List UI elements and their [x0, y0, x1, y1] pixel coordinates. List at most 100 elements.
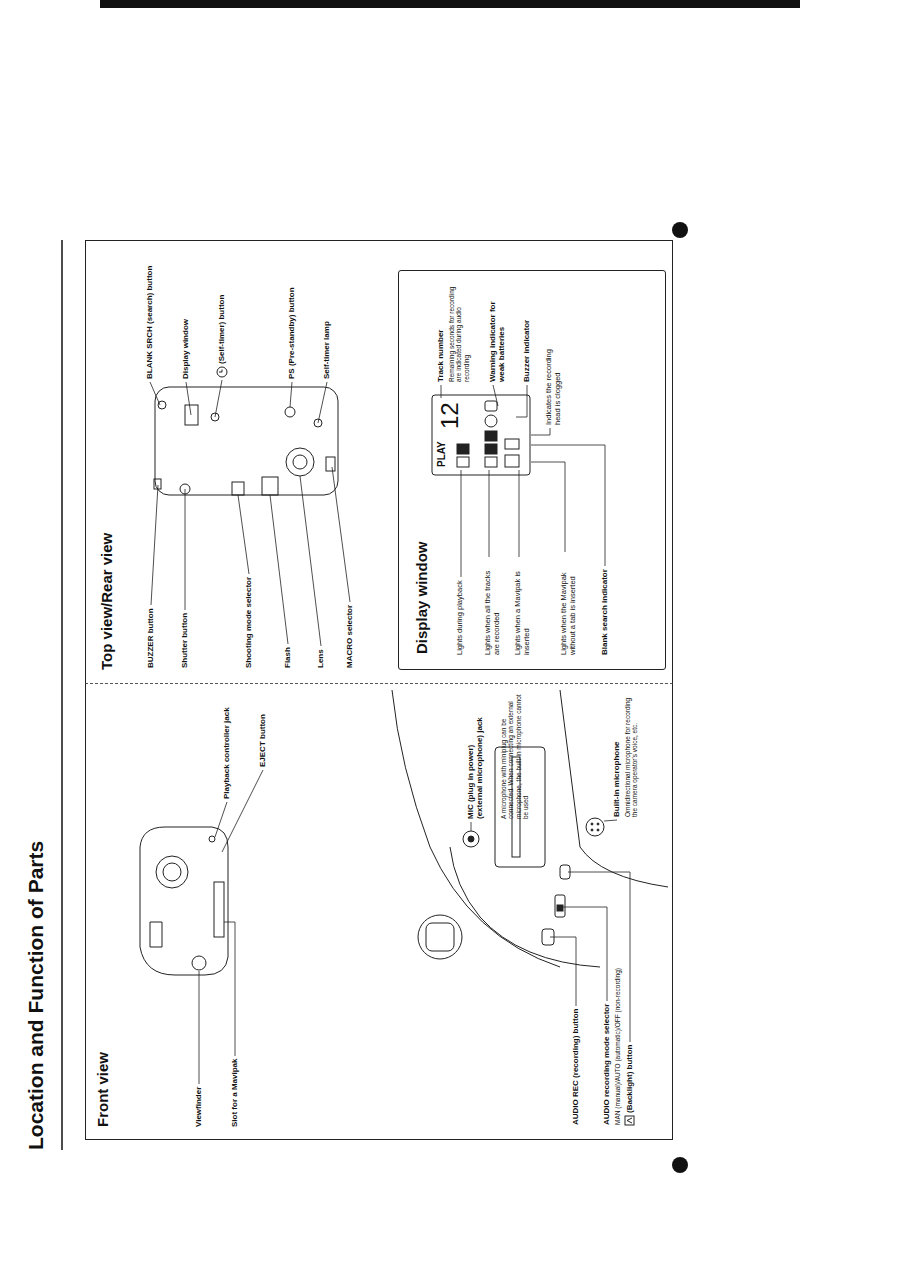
part-label: MIC (plug in power) (external microphone…	[466, 714, 484, 819]
title-rule	[61, 240, 63, 1150]
front-camera	[140, 827, 228, 975]
display-window	[185, 405, 198, 425]
lcd-frame	[432, 395, 530, 475]
part-note: Lights when a Mavipak is inserted	[514, 560, 531, 655]
panel-heading: Top view/Rear view	[98, 533, 115, 670]
part-label: EJECT button	[258, 714, 267, 767]
mic-jack	[463, 831, 479, 847]
part-label: Shutter button	[180, 613, 189, 668]
part-label: Playback controller jack	[222, 707, 231, 799]
leader-line	[215, 802, 227, 837]
body-edge	[392, 690, 560, 967]
flash	[262, 477, 278, 495]
leader-line	[224, 922, 235, 1056]
leader-line	[185, 489, 186, 610]
mic-hole	[591, 823, 593, 825]
part-label: Built-in microphone	[612, 741, 621, 817]
lcd-icon	[485, 415, 497, 427]
part-label: (Self-timer) button	[217, 295, 226, 364]
panel-heading: Front view	[94, 1052, 111, 1127]
part-note: MAN (manual)/AUTO (automatic)/OFF (non-r…	[614, 968, 621, 1125]
body-edge	[560, 690, 668, 887]
leader-line	[270, 495, 288, 644]
leader-line	[562, 907, 607, 1001]
part-note: Remaining seconds for recording are indi…	[448, 282, 470, 382]
leader-line	[186, 382, 191, 415]
part-note: Omnidirectional microphone for recording…	[624, 697, 639, 817]
mode-selector	[232, 482, 244, 495]
macro-selector	[326, 457, 335, 471]
jack	[209, 836, 215, 842]
leader-line	[290, 382, 292, 407]
flash	[150, 922, 162, 947]
lcd-icon	[485, 457, 497, 467]
lcd-icon	[505, 455, 519, 467]
panel-heading: Display window	[413, 541, 430, 654]
camera-body	[140, 827, 228, 975]
eyepiece	[426, 923, 454, 951]
camera-body	[155, 387, 338, 495]
part-note: A microphone with miniplug can be connec…	[500, 694, 530, 819]
eyepiece	[418, 915, 462, 959]
part-label: MACRO selector	[345, 605, 354, 668]
mode-selector	[557, 905, 563, 911]
leader-line	[215, 380, 222, 417]
page-mark	[672, 222, 688, 238]
lcd-panel	[432, 395, 530, 475]
part-label: Blank search indicator	[600, 569, 609, 655]
part-label: Flash	[283, 647, 292, 668]
viewfinder	[192, 956, 206, 970]
scan-edge	[100, 0, 800, 8]
part-label: (Backlight) button	[625, 1045, 634, 1113]
mic-jack	[468, 836, 474, 842]
self-timer-icon	[217, 367, 227, 377]
leader-line	[531, 445, 605, 566]
part-label: Viewfinder	[194, 1087, 203, 1127]
part-note: Lights when all the tracks are recorded	[484, 560, 501, 655]
lcd-icon	[485, 431, 497, 441]
leader-line	[493, 385, 498, 406]
page-title: Location and Function of Parts	[24, 841, 48, 1150]
lens	[163, 863, 181, 881]
view-panel: Front view	[85, 684, 673, 1140]
lens	[293, 455, 307, 469]
leader-line	[318, 382, 327, 423]
leader-line	[531, 462, 565, 552]
self-timer-icon	[219, 370, 222, 373]
lcd-icon	[505, 439, 519, 449]
part-label: AUDIO recording mode selector	[602, 1004, 611, 1125]
part-label: Lens	[316, 649, 325, 668]
top-camera	[154, 367, 338, 495]
part-label: Buzzer indicator	[522, 320, 531, 382]
ps-button	[285, 407, 295, 417]
leader-line	[199, 971, 200, 1084]
lcd-readout: 12	[438, 402, 462, 429]
lcd-icon	[457, 444, 469, 454]
leader-line	[332, 467, 350, 602]
part-label: BUZZER button	[146, 608, 155, 668]
part-label: Track number	[436, 330, 445, 382]
leader-line	[461, 470, 462, 577]
part-note: Indicates the recording head is clogged	[545, 335, 562, 425]
part-note: Lights when the Mavipak without a tab is…	[560, 555, 577, 655]
part-label: Slot for a Mavipak	[230, 1059, 239, 1127]
part-label: AUDIO REC (recording) button	[571, 1009, 580, 1125]
part-label: Self-timer lamp	[322, 321, 331, 379]
leader-line	[531, 428, 550, 435]
lens	[286, 448, 314, 476]
leader-line	[441, 385, 442, 398]
lcd-icon	[485, 444, 497, 454]
lcd-icon	[485, 401, 497, 411]
mic-hole	[597, 823, 599, 825]
leader-line	[604, 820, 617, 821]
leader-line	[300, 476, 321, 646]
leader-line	[516, 385, 527, 417]
mic-hole	[597, 829, 599, 831]
leader-line	[151, 485, 158, 605]
view-panel: Top view/Rear view Display window	[85, 240, 673, 684]
part-note: Lights during playback	[456, 580, 465, 655]
part-label: BLANK SRCH (search) button	[145, 266, 154, 379]
lcd-readout: PLAY	[437, 441, 447, 467]
